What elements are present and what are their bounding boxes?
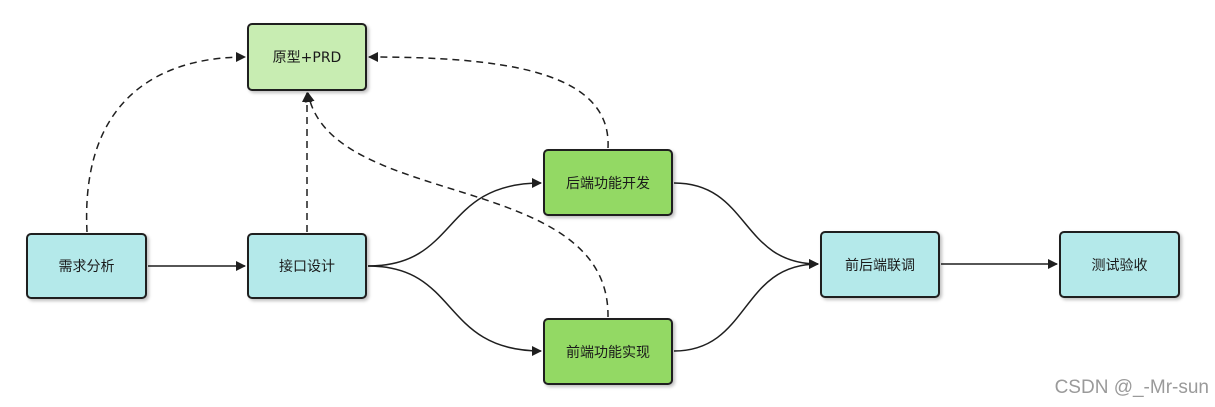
- node-label: 后端功能开发: [566, 175, 650, 192]
- edge-houduan-to-liantiao: [673, 182, 819, 269]
- edge-jiekou-to-qianduan: [367, 265, 542, 356]
- node-label: 前后端联调: [845, 257, 915, 274]
- edge-qianduan-to-yuanxing: [304, 92, 609, 318]
- node-requirements-analysis[interactable]: 需求分析: [26, 233, 147, 299]
- node-label: 接口设计: [279, 259, 335, 275]
- edge-jiekou-to-houduan: [367, 178, 542, 267]
- watermark: CSDN @_-Mr-sun: [1054, 377, 1209, 398]
- node-label: 需求分析: [58, 259, 115, 275]
- edge-qianduan-to-liantiao: [673, 259, 819, 352]
- node-prototype-prd[interactable]: 原型+PRD: [247, 23, 367, 91]
- node-integration-debugging[interactable]: 前后端联调: [820, 231, 940, 298]
- node-testing-acceptance[interactable]: 测试验收: [1059, 231, 1180, 298]
- node-label: 原型+PRD: [272, 50, 342, 66]
- node-backend-development[interactable]: 后端功能开发: [543, 149, 673, 216]
- node-interface-design[interactable]: 接口设计: [247, 233, 367, 299]
- edge-houduan-to-yuanxing: [368, 52, 609, 149]
- node-frontend-implementation[interactable]: 前端功能实现: [543, 318, 673, 385]
- node-label: 测试验收: [1091, 257, 1148, 274]
- node-label: 前端功能实现: [566, 344, 650, 361]
- edge-xuqiu-to-yuanxing: [85, 52, 246, 233]
